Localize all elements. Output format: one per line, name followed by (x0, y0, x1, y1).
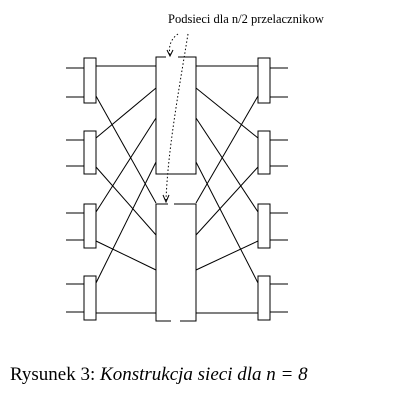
right-wiring (195, 65, 259, 314)
caption-label: Rysunek 3: (10, 364, 96, 385)
left-wiring (95, 65, 157, 314)
right-switch-1 (257, 57, 271, 104)
left-switch-1 (83, 57, 97, 104)
right-switch-3 (257, 203, 271, 249)
lower-subnetwork (155, 203, 197, 322)
pointer-arrowhead-lower (162, 194, 170, 204)
left-switch-4 (83, 275, 97, 321)
caption-text: Konstrukcja sieci dla (100, 364, 262, 385)
left-switches (83, 57, 97, 321)
input-lines (66, 67, 84, 313)
pointer-arrow-upper (169, 33, 179, 56)
right-switch-4 (257, 275, 271, 321)
figure-caption: Rysunek 3: Konstrukcja sieci dla n = 8 (10, 364, 410, 386)
pointer-arrow-lower (165, 33, 189, 201)
right-switch-2 (257, 130, 271, 175)
network-diagram (66, 33, 288, 322)
output-lines (270, 67, 288, 313)
upper-subnetwork (155, 56, 197, 175)
right-switches (257, 57, 271, 321)
pointer-arrowhead-upper (166, 49, 174, 58)
caption-math: n = 8 (266, 364, 308, 385)
left-switch-3 (83, 203, 97, 249)
subnetwork-annotation: Podsieci dla n/2 przelacznikow (168, 12, 324, 26)
left-switch-2 (83, 130, 97, 175)
